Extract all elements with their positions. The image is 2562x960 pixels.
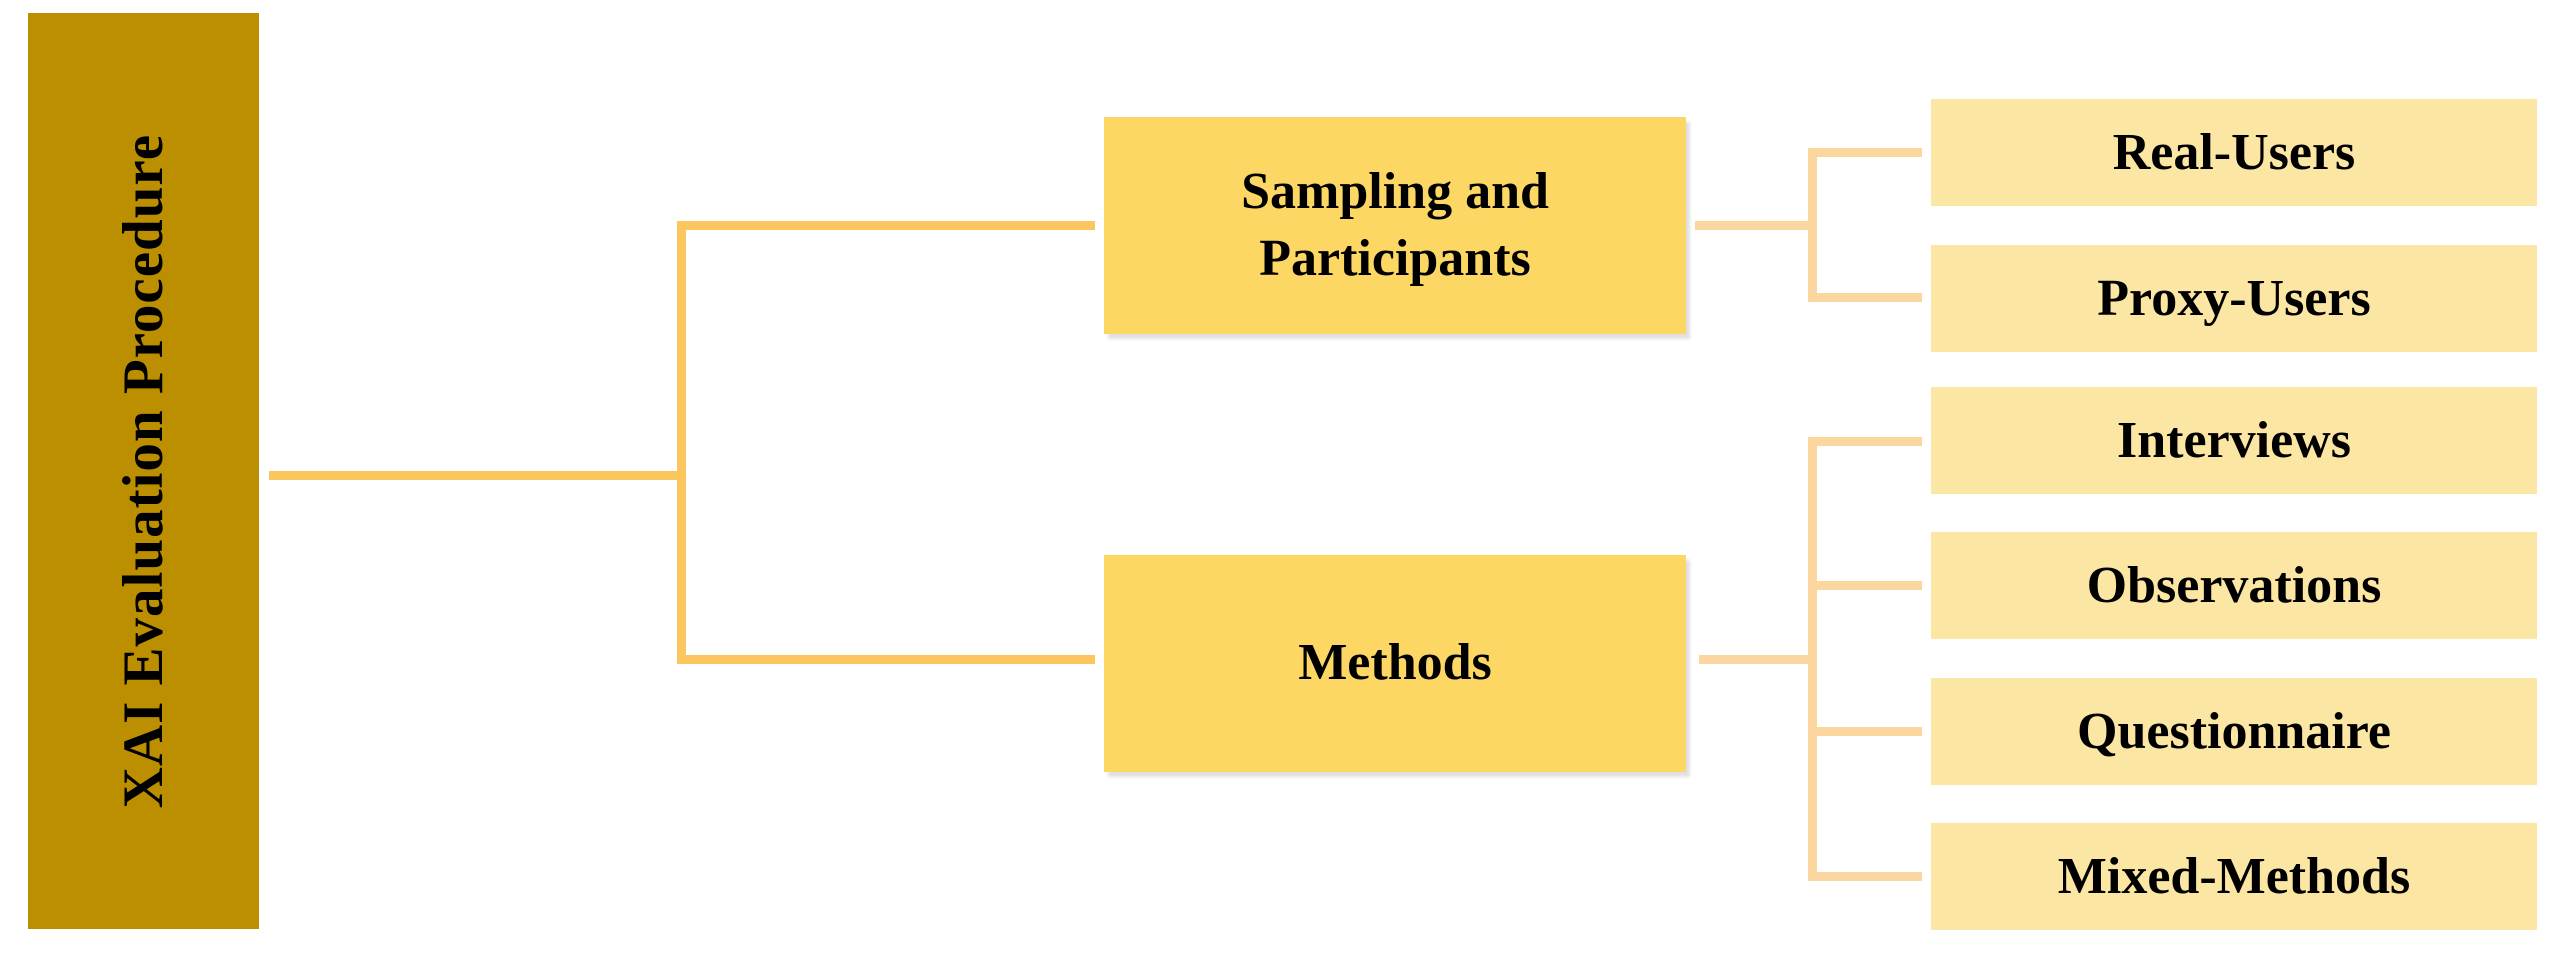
connector-stub-mixed-methods — [1808, 872, 1922, 881]
connector-methods-out — [1699, 655, 1808, 664]
node-real-users-label: Real-Users — [2112, 124, 2356, 181]
connector-root-horizontal — [269, 471, 686, 480]
node-mixed-methods: Mixed-Methods — [1931, 823, 2537, 930]
node-mixed-methods-label: Mixed-Methods — [2057, 848, 2411, 905]
connector-methods-children-trunk — [1808, 437, 1817, 881]
connector-sampling-out — [1695, 221, 1808, 230]
connector-stub-interviews — [1808, 437, 1922, 446]
node-observations: Observations — [1931, 532, 2537, 639]
connector-stub-observations — [1808, 581, 1922, 590]
connector-sampling-children-trunk — [1808, 148, 1817, 302]
node-sampling-label: Sampling and Participants — [1241, 162, 1549, 287]
node-real-users: Real-Users — [1931, 99, 2537, 206]
connector-stub-questionnaire — [1808, 727, 1922, 736]
node-sampling-and-participants: Sampling and Participants — [1104, 117, 1686, 334]
connector-branch-methods — [677, 655, 1095, 664]
root-node-label: XAI Evaluation Procedure — [112, 133, 175, 809]
node-proxy-users: Proxy-Users — [1931, 245, 2537, 352]
node-interviews-label: Interviews — [2117, 412, 2351, 469]
node-methods: Methods — [1104, 555, 1686, 772]
node-questionnaire: Questionnaire — [1931, 678, 2537, 785]
connector-stub-proxy-users — [1808, 293, 1922, 302]
node-questionnaire-label: Questionnaire — [2077, 703, 2391, 760]
root-node-xai-evaluation-procedure: XAI Evaluation Procedure — [28, 13, 259, 929]
node-proxy-users-label: Proxy-Users — [2097, 270, 2371, 327]
node-observations-label: Observations — [2086, 557, 2382, 614]
connector-branch-sampling — [677, 221, 1095, 230]
node-methods-label: Methods — [1298, 634, 1492, 692]
connector-stub-real-users — [1808, 148, 1922, 157]
node-interviews: Interviews — [1931, 387, 2537, 494]
connector-level1-trunk — [677, 221, 686, 664]
